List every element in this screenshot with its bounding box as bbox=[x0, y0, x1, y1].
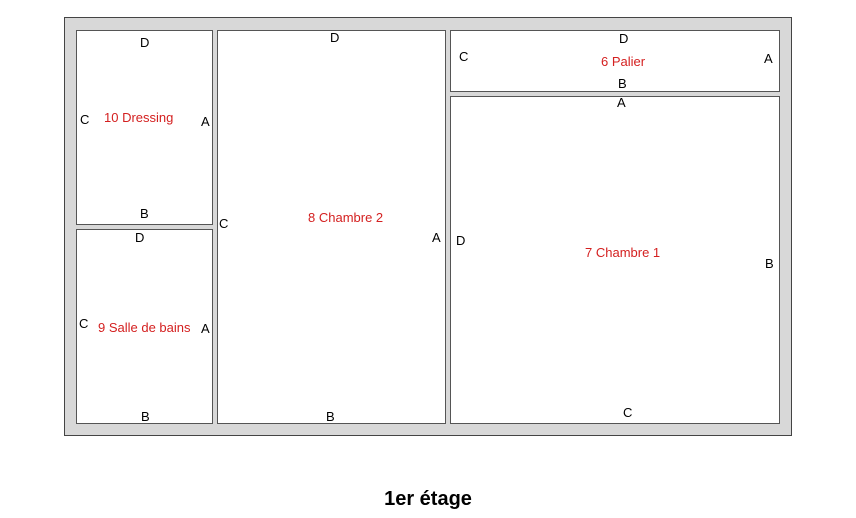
chambre1-wall-left: D bbox=[456, 233, 466, 248]
palier-room-name: 6 Palier bbox=[601, 54, 646, 69]
room-chambre-2 bbox=[217, 30, 446, 424]
room-dressing bbox=[76, 30, 213, 225]
bathroom-wall-right: A bbox=[201, 321, 210, 336]
dressing-wall-bottom: B bbox=[140, 206, 149, 221]
dressing-wall-right: A bbox=[201, 114, 210, 129]
room-palier bbox=[450, 30, 780, 92]
chambre1-room-name: 7 Chambre 1 bbox=[585, 245, 661, 260]
palier-wall-right: A bbox=[764, 51, 773, 66]
dressing-wall-top: D bbox=[140, 35, 150, 50]
palier-wall-bottom: B bbox=[618, 76, 627, 91]
bathroom-room-name: 9 Salle de bains bbox=[98, 320, 191, 335]
chambre2-wall-top: D bbox=[330, 30, 340, 45]
chambre2-wall-left: C bbox=[219, 216, 229, 231]
bathroom-wall-bottom: B bbox=[141, 409, 150, 424]
chambre1-wall-right: B bbox=[765, 256, 774, 271]
dressing-room-name: 10 Dressing bbox=[104, 110, 174, 125]
chambre1-wall-top: A bbox=[617, 95, 626, 110]
palier-wall-top: D bbox=[619, 31, 629, 46]
room-bathroom bbox=[76, 229, 213, 424]
bathroom-wall-left: C bbox=[79, 316, 89, 331]
chambre2-room-name: 8 Chambre 2 bbox=[308, 210, 384, 225]
chambre2-wall-right: A bbox=[432, 230, 441, 245]
dressing-wall-left: C bbox=[80, 112, 90, 127]
palier-wall-left: C bbox=[459, 49, 469, 64]
bathroom-wall-top: D bbox=[135, 230, 145, 245]
chambre1-wall-bottom: C bbox=[623, 405, 633, 420]
chambre2-wall-bottom: B bbox=[326, 409, 335, 424]
room-chambre-1 bbox=[450, 96, 780, 424]
floor-title: 1er étage bbox=[384, 488, 472, 510]
